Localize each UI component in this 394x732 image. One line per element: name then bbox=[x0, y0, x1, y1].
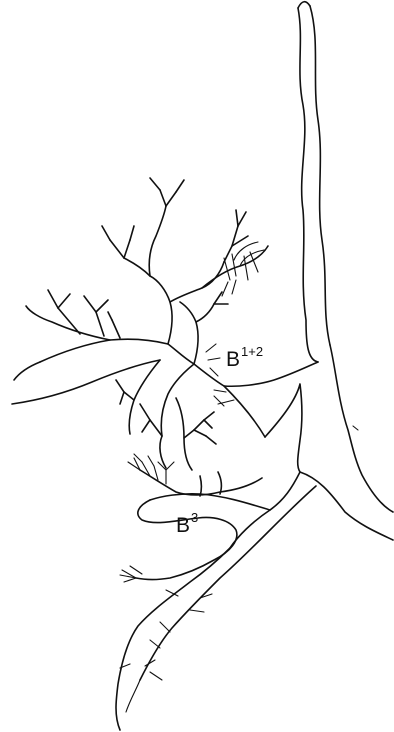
b3-segment bbox=[120, 494, 270, 582]
label-b12: B 1+2 bbox=[226, 344, 263, 371]
main-bronchus-trunk bbox=[224, 2, 393, 540]
label-b3-main: B bbox=[176, 514, 190, 537]
label-b3: B 3 bbox=[176, 510, 198, 537]
b12-branch-cluster bbox=[12, 178, 268, 496]
lower-branch bbox=[116, 472, 316, 730]
label-b12-superscript: 1+2 bbox=[241, 344, 263, 359]
label-b3-superscript: 3 bbox=[191, 510, 198, 525]
label-b12-main: B bbox=[226, 348, 240, 371]
